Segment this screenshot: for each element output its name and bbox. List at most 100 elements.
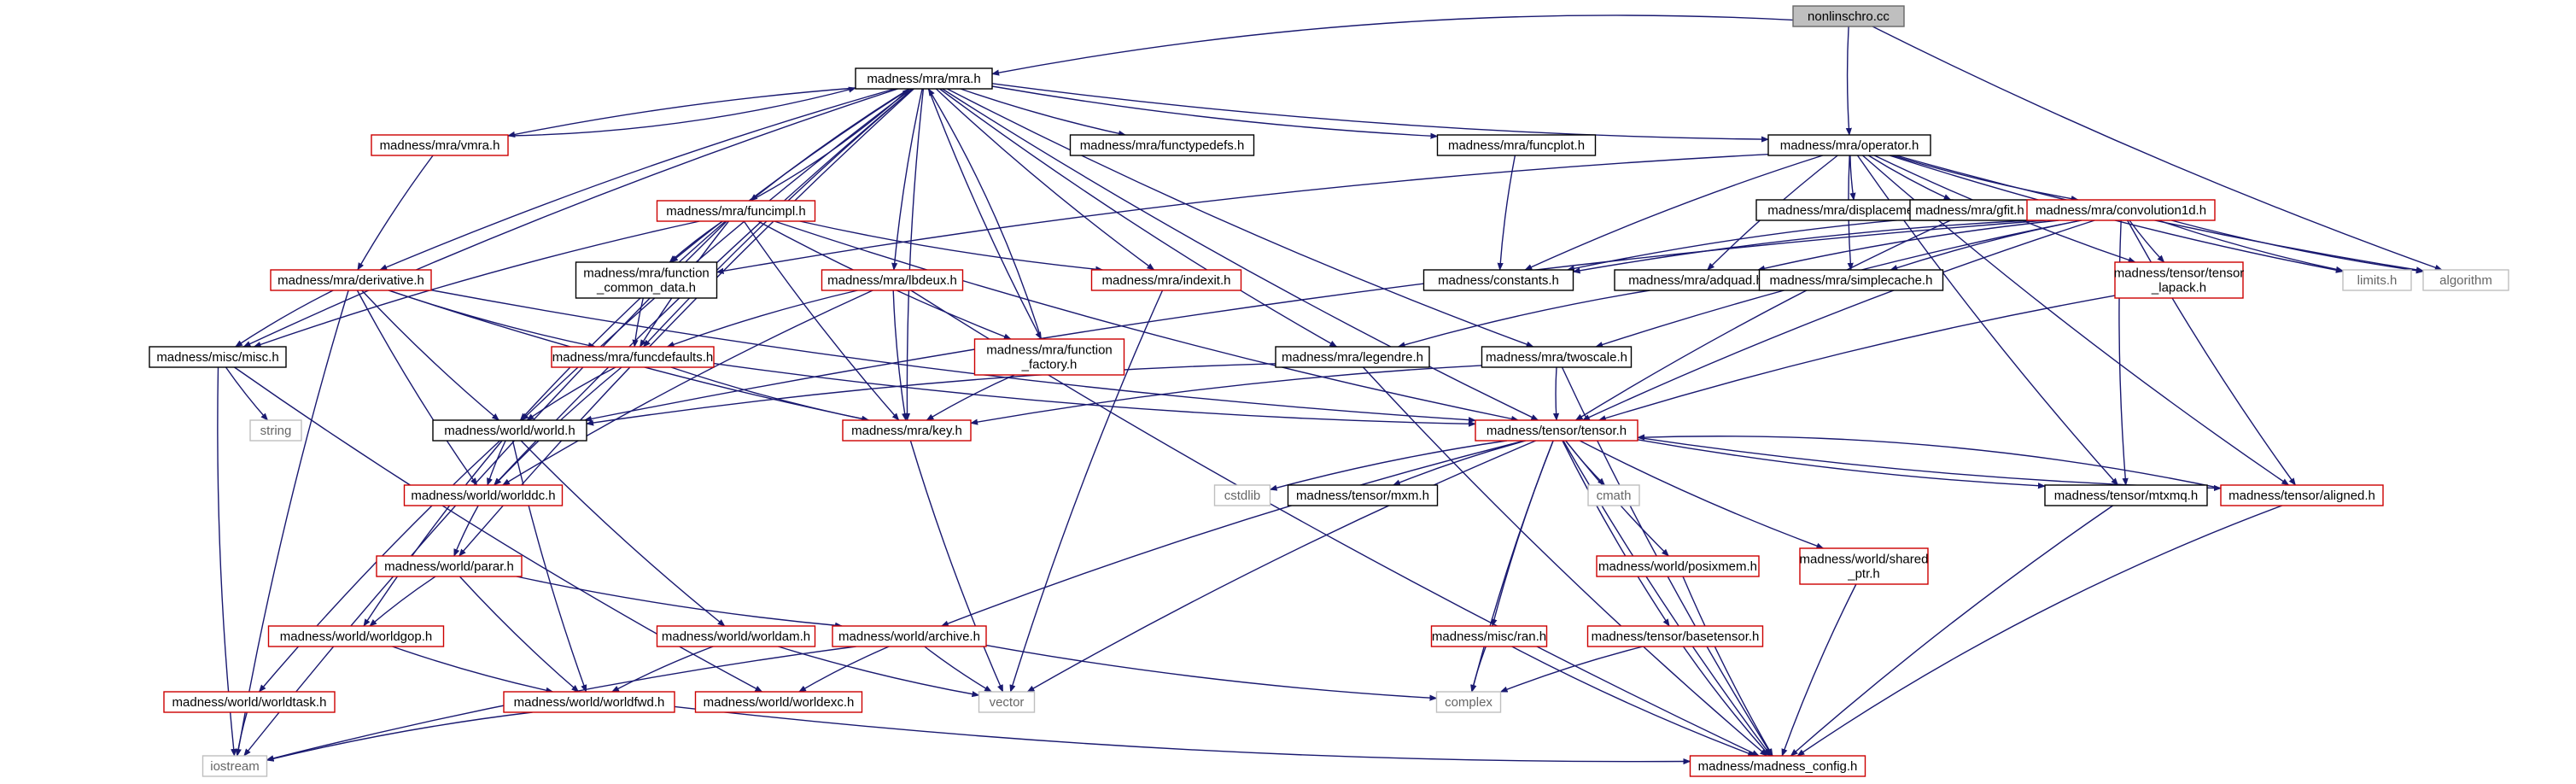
node-worlddc[interactable]: madness/world/worlddc.h bbox=[403, 484, 564, 506]
node-basetensor[interactable]: madness/tensor/basetensor.h bbox=[1586, 625, 1764, 647]
edge-operator-to-displacements bbox=[1849, 155, 1856, 201]
edge-world-to-worlddc bbox=[487, 440, 506, 486]
edge-convolution1d-to-adquad bbox=[1757, 219, 2059, 272]
edge-worldfwd-to-madness_config bbox=[674, 705, 1691, 765]
edge-tensor-to-complex bbox=[1470, 440, 1554, 693]
node-tensor-label: madness/tensor/tensor.h bbox=[1487, 424, 1627, 438]
node-algorithm-box bbox=[2422, 269, 2509, 291]
node-string-box bbox=[249, 419, 302, 442]
node-indexit[interactable]: madness/mra/indexit.h bbox=[1090, 269, 1242, 291]
node-indexit-label: madness/mra/indexit.h bbox=[1102, 273, 1231, 288]
node-operator-label: madness/mra/operator.h bbox=[1780, 138, 1919, 153]
edge-derivative-to-worlddc bbox=[356, 290, 478, 486]
node-worldfwd[interactable]: madness/world/worldfwd.h bbox=[503, 691, 675, 713]
edge-shared_ptr-to-madness_config bbox=[1781, 583, 1857, 757]
edge-basetensor-to-complex bbox=[1499, 646, 1644, 693]
edge-basetensor-to-madness_config bbox=[1682, 646, 1771, 757]
edge-parar-to-archive bbox=[516, 576, 843, 629]
edge-funcplot-to-constants bbox=[1497, 155, 1516, 271]
node-gfit[interactable]: madness/mra/gfit.h bbox=[1909, 199, 2030, 221]
node-string-label: string bbox=[260, 424, 292, 438]
edge-mtxmq-to-madness_config bbox=[1790, 505, 2113, 757]
edge-funcimpl-to-indexit bbox=[799, 220, 1104, 272]
node-funcdefaults[interactable]: madness/mra/funcdefaults.h bbox=[551, 346, 715, 368]
node-function_common_data-label: madness/mra/function bbox=[583, 266, 710, 281]
node-constants[interactable]: madness/constants.h bbox=[1422, 269, 1574, 291]
edge-operator-to-gfit bbox=[1867, 155, 1952, 201]
node-posixmem[interactable]: madness/world/posixmem.h bbox=[1596, 555, 1760, 577]
node-worldexc-label: madness/world/worldexc.h bbox=[704, 695, 855, 710]
node-cstdlib: cstdlib bbox=[1213, 484, 1271, 506]
node-cmath-box bbox=[1587, 484, 1640, 506]
node-shared_ptr[interactable]: madness/world/shared_ptr.h bbox=[1799, 547, 1929, 585]
node-tensor[interactable]: madness/tensor/tensor.h bbox=[1475, 419, 1638, 442]
edge-mra-to-misc bbox=[242, 88, 898, 348]
edge-derivative-to-iostream bbox=[235, 290, 349, 757]
node-simplecache[interactable]: madness/mra/simplecache.h bbox=[1758, 269, 1944, 291]
edge-gfit-to-tensor bbox=[1574, 219, 1951, 421]
node-worldam[interactable]: madness/world/worldam.h bbox=[656, 625, 816, 647]
node-root-label: nonlinschro.cc bbox=[1808, 9, 1890, 24]
node-vector-box bbox=[978, 691, 1036, 713]
node-posixmem-label: madness/world/posixmem.h bbox=[1598, 559, 1757, 574]
edge-convolution1d-to-aligned bbox=[2126, 219, 2296, 486]
node-lbdeux-label: madness/mra/lbdeux.h bbox=[827, 273, 957, 288]
node-world[interactable]: madness/world/world.h bbox=[432, 419, 587, 442]
node-twoscale[interactable]: madness/mra/twoscale.h bbox=[1481, 346, 1633, 368]
node-adquad[interactable]: madness/mra/adquad.h bbox=[1614, 269, 1778, 291]
node-archive[interactable]: madness/world/archive.h bbox=[832, 625, 987, 647]
node-misc-box bbox=[149, 346, 287, 368]
node-posixmem-box bbox=[1596, 555, 1760, 577]
edge-funcimpl-to-mra bbox=[750, 88, 910, 202]
edge-convolution1d-to-tensor bbox=[1581, 219, 2095, 421]
node-mtxmq[interactable]: madness/tensor/mtxmq.h bbox=[2044, 484, 2208, 506]
edge-funcdefaults-to-key bbox=[670, 366, 870, 422]
node-parar[interactable]: madness/world/parar.h bbox=[376, 555, 523, 577]
node-aligned-box bbox=[2220, 484, 2384, 506]
node-funcplot[interactable]: madness/mra/funcplot.h bbox=[1436, 134, 1597, 156]
node-madness_config[interactable]: madness/madness_config.h bbox=[1689, 755, 1866, 777]
node-key[interactable]: madness/mra/key.h bbox=[842, 419, 972, 442]
node-worldgop[interactable]: madness/world/worldgop.h bbox=[267, 625, 445, 647]
node-algorithm: algorithm bbox=[2422, 269, 2509, 291]
edge-operator-to-algorithm bbox=[1895, 155, 2424, 273]
node-worldtask[interactable]: madness/world/worldtask.h bbox=[163, 691, 336, 713]
edge-mra-to-funcimpl bbox=[750, 88, 910, 202]
edge-convolution1d-to-constants bbox=[1572, 219, 2030, 274]
node-lbdeux[interactable]: madness/mra/lbdeux.h bbox=[821, 269, 964, 291]
node-function_common_data[interactable]: madness/mra/function_common_data.h bbox=[575, 261, 718, 299]
edge-derivative-to-tensor bbox=[430, 290, 1476, 424]
edge-parar-to-worldfwd bbox=[459, 576, 580, 693]
node-vmra[interactable]: madness/mra/vmra.h bbox=[371, 134, 509, 156]
node-mxm[interactable]: madness/tensor/mxm.h bbox=[1287, 484, 1439, 506]
node-ran[interactable]: madness/misc/ran.h bbox=[1430, 625, 1548, 647]
node-funcimpl[interactable]: madness/mra/funcimpl.h bbox=[656, 200, 816, 222]
node-misc[interactable]: madness/misc/misc.h bbox=[149, 346, 287, 368]
edge-worldgop-to-worldfwd bbox=[392, 646, 554, 693]
node-mra[interactable]: madness/mra/mra.h bbox=[855, 67, 993, 90]
node-tensor_lapack-label: _lapack.h bbox=[2151, 281, 2206, 295]
edge-funcimpl-to-misc bbox=[253, 220, 700, 348]
edge-mra-to-function_common_data bbox=[670, 88, 910, 263]
node-madness_config-box bbox=[1689, 755, 1866, 777]
edge-worldtask-to-iostream bbox=[235, 711, 248, 757]
node-derivative[interactable]: madness/mra/derivative.h bbox=[270, 269, 432, 291]
node-functypedefs[interactable]: madness/mra/functypedefs.h bbox=[1069, 134, 1255, 156]
node-derivative-label: madness/mra/derivative.h bbox=[277, 273, 424, 288]
node-vmra-box bbox=[371, 134, 509, 156]
node-worldtask-label: madness/world/worldtask.h bbox=[172, 695, 327, 710]
edge-mra-to-lbdeux bbox=[891, 88, 923, 271]
node-worldfwd-label: madness/world/worldfwd.h bbox=[514, 695, 665, 710]
node-convolution1d-label: madness/mra/convolution1d.h bbox=[2036, 203, 2206, 218]
edge-funcimpl-to-tensor bbox=[774, 220, 1519, 422]
node-legendre[interactable]: madness/mra/legendre.h bbox=[1275, 346, 1430, 368]
edge-funcimpl-to-world bbox=[519, 220, 727, 421]
node-aligned[interactable]: madness/tensor/aligned.h bbox=[2220, 484, 2384, 506]
node-function_factory-label: madness/mra/function bbox=[986, 343, 1113, 358]
node-function_factory[interactable]: madness/mra/function_factory.h bbox=[973, 338, 1125, 376]
node-worldexc[interactable]: madness/world/worldexc.h bbox=[694, 691, 863, 713]
edge-tensor-to-vector bbox=[1026, 440, 1536, 693]
node-convolution1d[interactable]: madness/mra/convolution1d.h bbox=[2026, 199, 2216, 221]
node-operator[interactable]: madness/mra/operator.h bbox=[1767, 134, 1931, 156]
node-tensor_lapack[interactable]: madness/tensor/tensor_lapack.h bbox=[2114, 261, 2245, 299]
